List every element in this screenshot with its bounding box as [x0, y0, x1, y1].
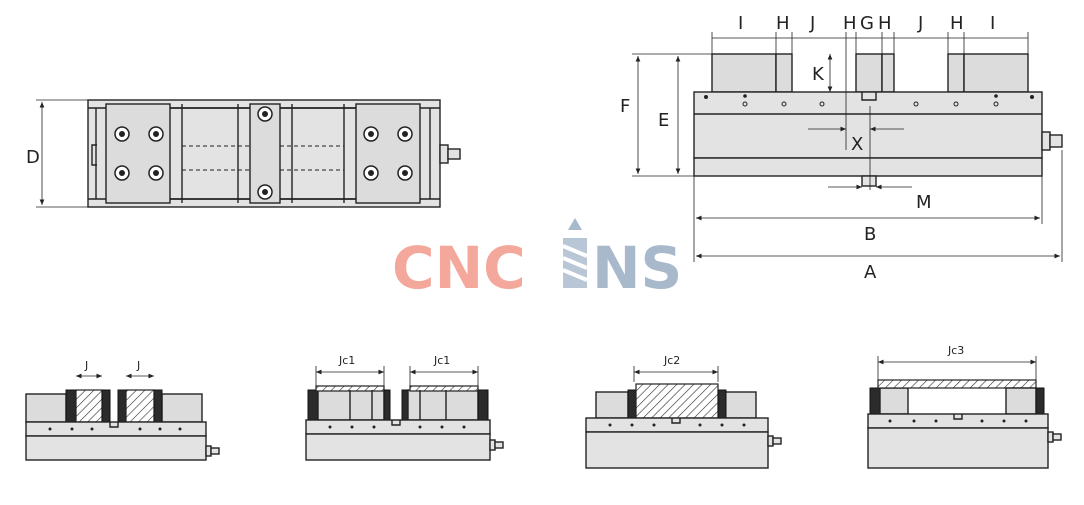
- dim-label-a: A: [864, 262, 877, 283]
- dim-label-d: D: [26, 147, 40, 168]
- config1-label-j-left: J: [84, 359, 88, 372]
- dim-label-h-3: H: [878, 13, 892, 34]
- dim-label-x: X: [851, 134, 863, 155]
- dim-label-j-left: J: [809, 13, 815, 34]
- config3-label-jc2: Jc2: [663, 354, 680, 367]
- config1-label-j-right: J: [136, 359, 140, 372]
- top-view-vise: D: [26, 99, 461, 208]
- config2-label-jc1-right: Jc1: [433, 354, 450, 367]
- dim-label-h-2: H: [843, 13, 857, 34]
- dim-label-k: K: [812, 64, 825, 85]
- cncins-logo: CNC NS: [392, 218, 682, 302]
- config4-label-jc3: Jc3: [947, 344, 964, 357]
- dim-label-h-4: H: [950, 13, 964, 34]
- dim-label-g: G: [860, 13, 874, 34]
- dim-labels-top: I H J H G H J H I: [738, 13, 995, 34]
- bolt-holes-right: [363, 126, 413, 181]
- dim-label-f: F: [620, 96, 630, 117]
- bolt-holes-left: [114, 126, 164, 181]
- dim-label-b: B: [864, 224, 876, 245]
- dim-label-i-right: I: [990, 13, 995, 34]
- dim-label-e: E: [658, 110, 669, 131]
- config-one-jc2-workpiece: Jc2: [585, 354, 782, 469]
- drill-bit-icon: [562, 218, 588, 288]
- config-two-jc1-workpieces: Jc1 Jc1: [305, 354, 504, 461]
- config2-label-jc1-left: Jc1: [338, 354, 355, 367]
- dim-label-h-1: H: [776, 13, 790, 34]
- front-body-holes: [704, 94, 1034, 107]
- dim-label-m: M: [916, 192, 932, 213]
- logo-text-left: CNC: [392, 234, 526, 302]
- config-two-j-workpieces: J J: [25, 359, 220, 461]
- logo-text-right: NS: [592, 234, 682, 302]
- dim-label-i-left: I: [738, 13, 743, 34]
- front-view-vise: I H J H G H J H I: [620, 13, 1063, 283]
- config-one-jc3-workpiece: Jc3: [867, 344, 1062, 469]
- dim-label-j-right: J: [917, 13, 923, 34]
